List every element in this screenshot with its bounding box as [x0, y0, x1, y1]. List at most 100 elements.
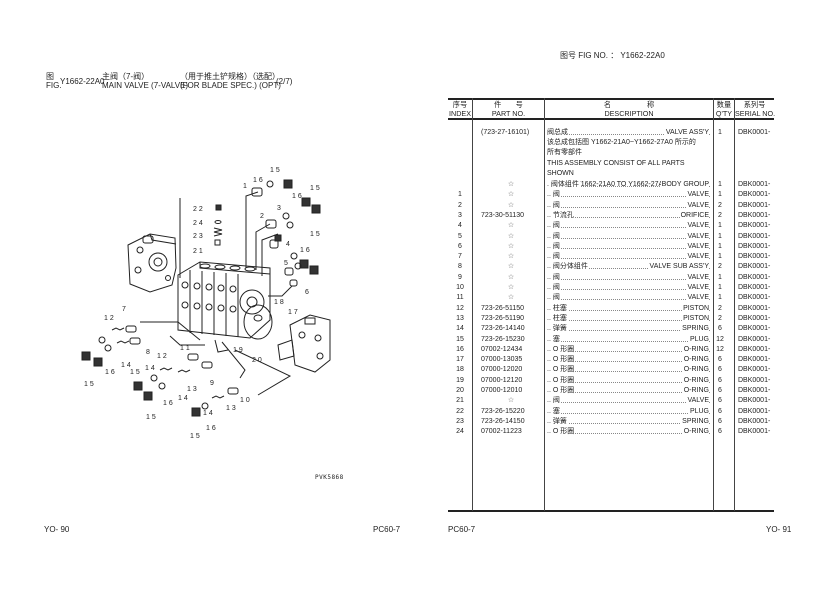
callout-15: 1 5 [270, 167, 280, 174]
row-index: 19 [456, 376, 464, 384]
row-part-no: 723-26-14140 [481, 325, 525, 333]
row-part-no: 07000-12020 [481, 366, 523, 374]
row-desc-cn: .. 阀 [547, 283, 561, 293]
row-desc-en: VALVE [686, 252, 709, 263]
row-index: 20 [456, 387, 464, 394]
callout-5: 5 [284, 260, 288, 267]
row-desc-cn: .. 阀 [547, 252, 561, 263]
footer-model-right: PC60-7 [448, 525, 476, 534]
row-serial: DBK0001- [738, 356, 771, 364]
row-part-no: ☆ [507, 253, 515, 261]
header-desc-en: DESCRIPTION [604, 109, 654, 118]
callout-4: 4 [286, 241, 290, 248]
header-description: 名 称 DESCRIPTION [545, 100, 713, 118]
note-line: 所有零部件 [547, 149, 582, 157]
row-serial: DBK0001- [738, 211, 771, 219]
row-desc-en: O-RING [682, 386, 709, 396]
callout-6: 6 [305, 289, 309, 296]
row-desc-en: O-RING [682, 355, 709, 366]
header-part-no: 件 号 PART NO. [473, 100, 544, 118]
row-serial: DBK0001- [738, 335, 771, 343]
row-serial: DBK0001- [738, 428, 771, 436]
header-bottom-rule [448, 118, 774, 120]
row-qty: 6 [718, 376, 722, 384]
row-serial: DBK0001- [738, 181, 771, 188]
title-en: MAIN VALVE (7-VALVE) [102, 81, 189, 90]
callout-10: 1 0 [240, 397, 250, 404]
row-serial: DBK0001- [738, 273, 771, 281]
row-qty: 6 [718, 397, 722, 405]
header-qty-en: Q'TY [715, 109, 733, 118]
row-index: 18 [456, 366, 464, 374]
row-index [448, 180, 472, 190]
row-desc-en: BODY GROUP [660, 180, 709, 190]
row-part-no: 723-26-51190 [481, 314, 525, 322]
callout-16: 1 6 [300, 247, 310, 254]
header-serial-cn: 系列号 [743, 100, 766, 109]
row-qty: 6 [718, 387, 722, 394]
row-qty: 2 [718, 304, 722, 312]
row-index: 6 [458, 242, 462, 250]
row-description: .. 阀 VALVE [547, 252, 710, 263]
fig-label-cn: 图 [46, 72, 54, 81]
row-desc-cn: .. 弹簧 [547, 416, 568, 427]
exploded-parts-drawing: 1 1 6 1 5 1 5 1 6 2 2 2 4 2 3 2 1 2 3 4 … [81, 167, 331, 440]
row-qty: 2 [718, 263, 722, 271]
callout-24: 2 4 [193, 220, 203, 227]
assembly-note: 该总成包括图 Y1662-21A0~Y1662-27A0 所示的 所有零部件 T… [547, 138, 712, 190]
footer-model-left: PC60-7 [373, 525, 401, 534]
row-part-no: 723-30-51130 [481, 211, 525, 219]
row-desc-cn: .. O 形圈 [547, 386, 576, 396]
row-part-no: ☆ [507, 242, 515, 250]
row-qty: 1 [718, 284, 722, 291]
row-index: 10 [456, 284, 464, 291]
row-index: 12 [456, 304, 464, 312]
row-qty: 6 [718, 366, 722, 374]
header-index-cn: 序号 [452, 100, 468, 109]
row-index: 21 [456, 397, 464, 405]
row-serial: DBK0001- [738, 304, 771, 312]
row-part-no: ☆ [507, 294, 515, 302]
row-part-no: ☆ [507, 273, 515, 281]
row-qty: 2 [718, 314, 722, 322]
row-part-no: 07000-12120 [481, 376, 523, 384]
callout-12: 1 2 [157, 353, 167, 360]
assembly-qty: 1 [718, 129, 722, 136]
row-index: 3 [458, 211, 462, 219]
footer-page-left: YO- 90 [44, 525, 70, 534]
row-serial: DBK0001- [738, 407, 771, 415]
row-desc-cn: .. 阀 [547, 272, 561, 283]
drawing-code: PVK5868 [315, 474, 344, 481]
figure-number-line: 图号 FIG NO. ： Y1662-22A0 [560, 50, 665, 61]
assembly-description: 阀总成 VALVE ASS'Y [547, 128, 710, 138]
row-index: 2 [458, 201, 462, 209]
row-qty: 6 [718, 428, 722, 436]
row-serial: DBK0001- [738, 253, 771, 261]
col-divider [472, 98, 473, 511]
callout-13: 1 3 [226, 405, 236, 412]
callout-7: 7 [122, 306, 126, 313]
callout-14: 1 4 [203, 410, 213, 417]
callout-16: 1 6 [163, 400, 173, 407]
row-desc-en: VALVE [686, 283, 709, 293]
callout-16: 1 6 [253, 177, 263, 184]
callout-22: 2 2 [193, 206, 203, 213]
col-divider [713, 98, 714, 511]
row-index: 17 [456, 356, 464, 364]
callout-15: 1 5 [190, 433, 200, 440]
